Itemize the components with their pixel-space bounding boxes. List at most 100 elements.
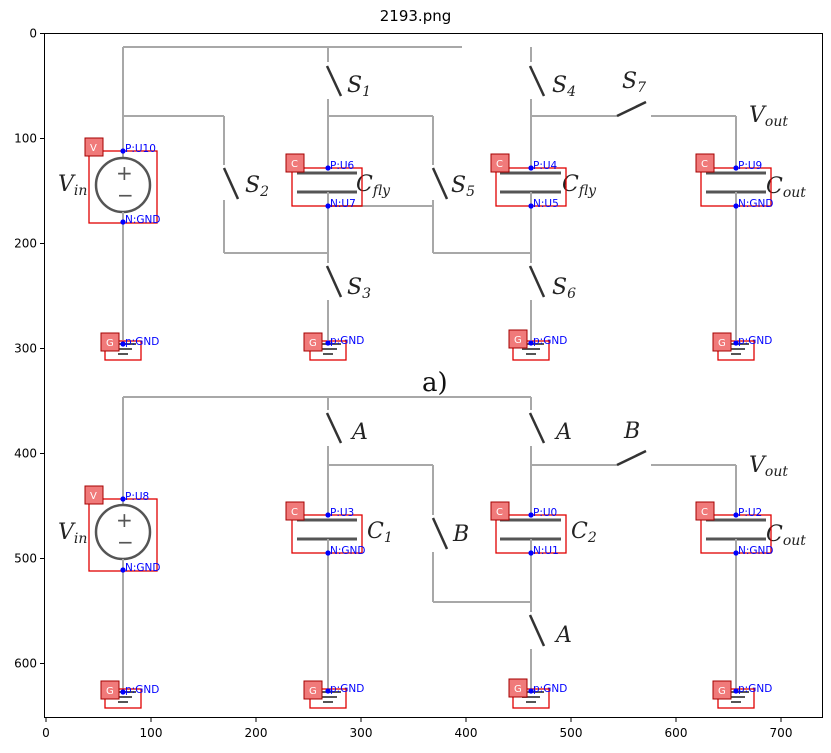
- plot-frame: [44, 33, 823, 718]
- pin-dot: [528, 165, 534, 171]
- component-tag: [100, 680, 120, 700]
- pin-label: P:U4: [533, 160, 558, 172]
- pin-label: p:GND: [738, 683, 772, 695]
- pin-dot: [325, 512, 331, 518]
- label-b1: B: [623, 419, 640, 444]
- pin-label: N:U1: [533, 545, 559, 557]
- y-tick-label: 600: [14, 657, 37, 671]
- label-b2: B: [452, 522, 469, 547]
- label-c1: C1: [367, 519, 393, 546]
- component-tag: [490, 153, 510, 173]
- plot-axes: 0 100 200 300 400 500 600 700 0 100 200 300 400 500 60…: [14, 27, 792, 741]
- label-s6: S6: [552, 275, 576, 302]
- x-tick-label: 100: [140, 726, 163, 740]
- component-tag: [84, 137, 104, 157]
- pin-label: P:U2: [738, 507, 762, 519]
- x-tick-label: 300: [350, 726, 373, 740]
- component-tag-label: C: [496, 159, 503, 170]
- label-a2: A: [554, 420, 572, 445]
- component-tag-label: G: [106, 338, 114, 349]
- component-tag-label: C: [496, 507, 503, 518]
- pin-dot: [733, 340, 739, 346]
- x-tick-label: 700: [770, 726, 793, 740]
- pin-label: P:U8: [125, 491, 149, 503]
- pin-dot: [120, 219, 126, 225]
- component-tag-label: C: [701, 507, 708, 518]
- pin-dot: [733, 165, 739, 171]
- component-tag-label: G: [106, 686, 114, 697]
- annotation-c1: C P:U3N:GND: [285, 501, 365, 557]
- pin-dot: [120, 496, 126, 502]
- pin-label: p:GND: [533, 335, 567, 347]
- x-tick-label: 200: [245, 726, 268, 740]
- label-cout-top: Cout: [766, 174, 806, 201]
- x-tick-label: 0: [42, 726, 50, 740]
- pin-label: N:U5: [533, 198, 559, 210]
- component-tag: [303, 680, 323, 700]
- pin-label: N:GND: [330, 545, 365, 557]
- component-tag: [84, 485, 104, 505]
- pin-dot: [120, 341, 126, 347]
- pin-label: p:GND: [125, 336, 159, 348]
- component-tag: [100, 332, 120, 352]
- pin-dot: [120, 567, 126, 573]
- y-tick-label: 400: [14, 447, 37, 461]
- annotation-cfly-2: C P:U4N:U5: [490, 153, 567, 210]
- y-tick-label: 500: [14, 552, 37, 566]
- y-tick-label: 200: [14, 237, 37, 251]
- svg-text:+: +: [116, 161, 133, 185]
- pin-dot: [733, 550, 739, 556]
- pin-dot: [325, 688, 331, 694]
- pin-dot: [120, 689, 126, 695]
- y-tick-label: 0: [29, 27, 37, 41]
- label-vin-top: Vin: [58, 172, 87, 199]
- pin-dot: [325, 340, 331, 346]
- label-a1: A: [350, 420, 368, 445]
- pin-label: p:GND: [738, 335, 772, 347]
- y-tick-label: 300: [14, 342, 37, 356]
- component-tag-label: G: [514, 684, 522, 695]
- pin-label: P:U0: [533, 507, 557, 519]
- circuit-b: + −: [58, 396, 806, 703]
- component-tag-label: G: [718, 686, 726, 697]
- pin-label: p:GND: [533, 683, 567, 695]
- pin-label: P:U10: [125, 143, 156, 155]
- component-tag: [285, 501, 305, 521]
- pin-dot: [528, 512, 534, 518]
- pin-label: P:U9: [738, 160, 762, 172]
- label-s3: S3: [347, 275, 371, 302]
- component-tag-label: G: [718, 338, 726, 349]
- label-vout-top: Vout: [749, 103, 788, 130]
- label-vin-bot: Vin: [58, 520, 87, 547]
- pin-dot: [528, 550, 534, 556]
- component-tag: [712, 332, 732, 352]
- pin-label: P:U3: [330, 507, 354, 519]
- pin-label: N:GND: [738, 198, 773, 210]
- label-a3: A: [554, 623, 572, 648]
- component-tag: [712, 680, 732, 700]
- component-tag-label: C: [291, 507, 298, 518]
- label-s7: S7: [622, 69, 646, 96]
- x-tick-label: 600: [665, 726, 688, 740]
- x-tick-label: 400: [455, 726, 478, 740]
- component-tag-label: V: [90, 143, 97, 154]
- svg-text:−: −: [117, 530, 134, 554]
- pin-dot: [120, 148, 126, 154]
- component-tag: [695, 501, 715, 521]
- component-tag: [695, 153, 715, 173]
- component-tag-label: G: [514, 335, 522, 346]
- y-tick-label: 100: [14, 132, 37, 146]
- svg-text:−: −: [117, 183, 134, 207]
- pin-dot: [733, 688, 739, 694]
- x-tick-label: 500: [560, 726, 583, 740]
- svg-text:+: +: [116, 508, 133, 532]
- pin-label: N:GND: [738, 545, 773, 557]
